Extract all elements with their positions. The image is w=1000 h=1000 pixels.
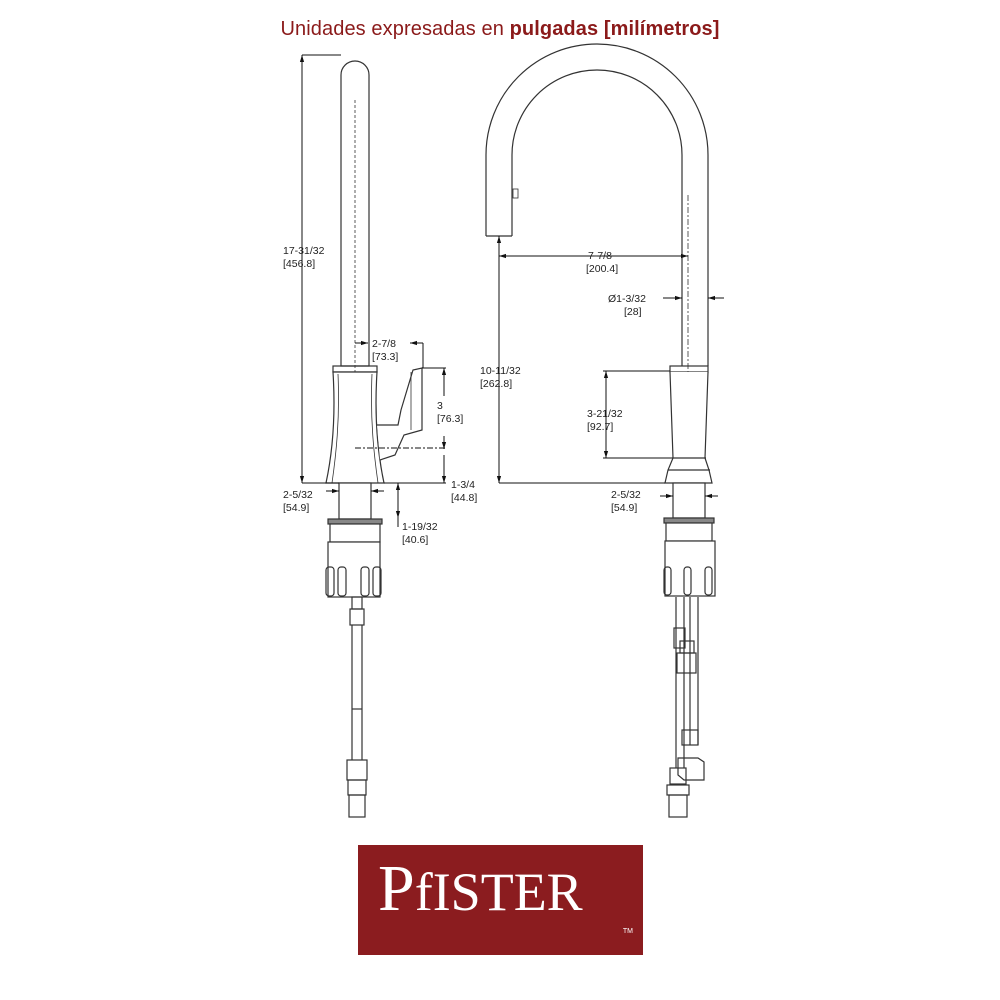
front-view-labels: 7-7/8 [200.4] Ø1-3/32 [28] 10-11/32 [262… (480, 250, 646, 514)
spout-height-in: 10-11/32 (480, 365, 521, 377)
overall-height-in: 17-31/32 (283, 245, 325, 257)
pfister-logo: PfISTER TM (358, 845, 643, 955)
front-base-width-mm: [54.9] (611, 502, 637, 514)
spout-diameter-in: Ø1-3/32 (608, 293, 646, 305)
handle-height-mm: [76.3] (437, 413, 463, 425)
handle-base-in: 1-3/4 (451, 479, 475, 491)
logo-letter-p: P (378, 852, 415, 925)
front-view-dimensions (496, 236, 724, 499)
body-height-in: 3-21/32 (587, 408, 623, 420)
overall-height-mm: [456.8] (283, 258, 315, 270)
spout-reach-mm: [200.4] (586, 263, 618, 275)
side-view-dimensions (299, 54, 447, 527)
logo-wordmark: PfISTER (378, 851, 583, 927)
front-view (485, 43, 716, 818)
handle-offset-in: 2-7/8 (372, 338, 396, 350)
trademark-symbol: TM (622, 928, 633, 935)
spout-diameter-mm: [28] (624, 306, 642, 318)
spout-reach-in: 7-7/8 (588, 250, 612, 262)
handle-base-mm: [44.8] (451, 492, 477, 504)
side-base-width-mm: [54.9] (283, 502, 309, 514)
side-base-width-in: 2-5/32 (283, 489, 313, 501)
handle-height-in: 3 (437, 400, 443, 412)
spout-height-mm: [262.8] (480, 378, 512, 390)
shank-height-in: 1-19/32 (402, 521, 438, 533)
body-height-mm: [92.7] (587, 421, 613, 433)
front-base-width-in: 2-5/32 (611, 489, 641, 501)
title-prefix: Unidades expresadas en (280, 18, 510, 40)
logo-letters-rest: fISTER (414, 862, 583, 922)
side-view-labels: 17-31/32 [456.8] 2-7/8 [73.3] 3 [76.3] 1… (283, 245, 477, 546)
handle-offset-mm: [73.3] (372, 351, 398, 363)
page-title: Unidades expresadas en pulgadas [milímet… (0, 18, 1000, 41)
title-units: pulgadas [milímetros] (509, 18, 720, 40)
shank-height-mm: [40.6] (402, 534, 428, 546)
side-view (325, 60, 423, 818)
